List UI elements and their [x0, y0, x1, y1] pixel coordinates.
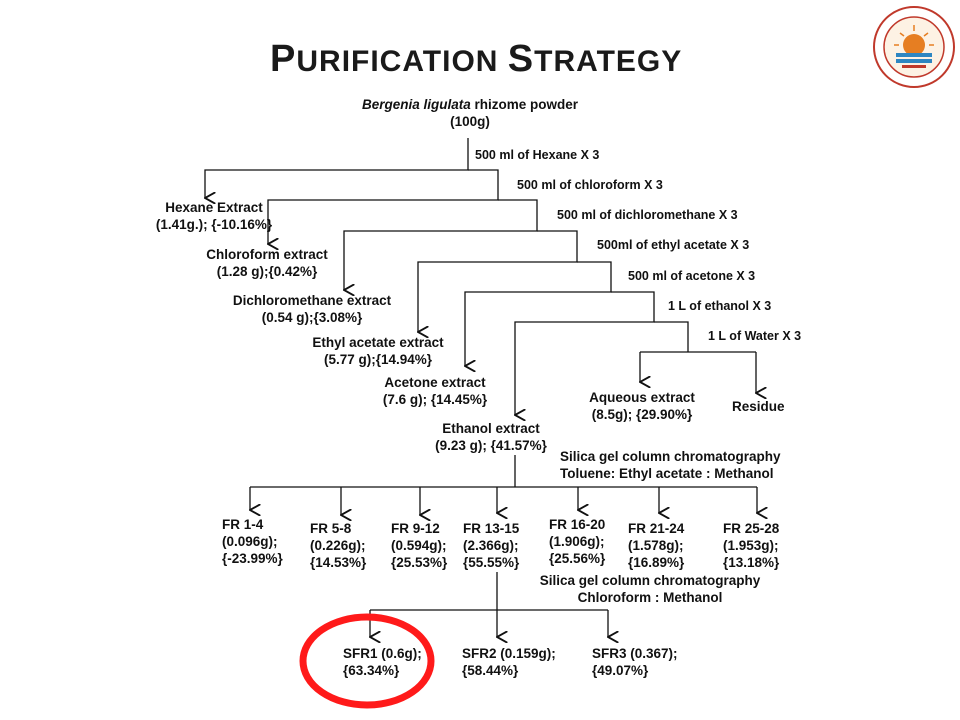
fraction-mass: (2.366g);	[463, 538, 519, 553]
extract-ethanol: Ethanol extract (9.23 g); {41.57%}	[416, 420, 566, 454]
subfraction-name: SFR2 (0.159g);	[462, 646, 556, 661]
subfraction-3: SFR3 (0.367); {49.07%}	[592, 645, 678, 679]
highlight-circle	[299, 613, 435, 709]
root-amount: (100g)	[450, 114, 490, 129]
fraction-name: FR 13-15	[463, 521, 520, 536]
root-material: rhizome powder	[470, 97, 579, 112]
fraction-mass: (1.953g);	[723, 538, 779, 553]
extract-name: Ethyl acetate extract	[312, 335, 444, 350]
title-rest-2: trategy	[534, 45, 683, 78]
connector-water	[654, 321, 689, 352]
extract-ethyl-acetate: Ethyl acetate extract (5.77 g);{14.94%}	[293, 334, 463, 368]
extract-detail: (0.54 g);{3.08%}	[261, 310, 363, 325]
extract-chloroform: Chloroform extract (1.28 g);{0.42%}	[187, 246, 347, 280]
step-chloroform: 500 ml of chloroform X 3	[517, 178, 663, 192]
subfraction-name: SFR1 (0.6g);	[343, 646, 422, 661]
extract-acetone: Acetone extract (7.6 g); {14.45%}	[365, 374, 505, 408]
fraction-name: FR 16-20	[549, 517, 606, 532]
connector-ethylacetate	[418, 230, 578, 332]
fraction-name: FR 9-12	[391, 521, 440, 536]
subfraction-percent: {63.34%}	[343, 663, 400, 678]
root-node: Bergenia ligulata rhizome powder (100g)	[330, 96, 610, 130]
title-initial-1: P	[270, 38, 297, 80]
fraction-1-4: FR 1-4 (0.096g); {-23.99%}	[222, 516, 283, 567]
fraction-name: FR 25-28	[723, 521, 780, 536]
connector-chloroform	[268, 169, 499, 244]
page-title: Purification Strategy	[270, 38, 690, 81]
step-acetone: 500 ml of acetone X 3	[628, 269, 756, 283]
fraction-percent: {55.55%}	[463, 555, 520, 570]
connector-acetone	[465, 261, 612, 366]
fraction-mass: (0.096g);	[222, 534, 278, 549]
extract-name: Acetone extract	[384, 375, 486, 390]
step-ethyl-acetate: 500ml of ethyl acetate X 3	[597, 238, 750, 252]
fraction-percent: {14.53%}	[310, 555, 367, 570]
extract-name: Dichloromethane extract	[232, 293, 392, 308]
fraction-mass: (0.594g);	[391, 538, 447, 553]
column1-line1: Silica gel column chromatography	[560, 449, 781, 464]
column2-line2: Chloroform : Methanol	[577, 590, 723, 605]
fraction-21-24: FR 21-24 (1.578g); {16.89%}	[628, 520, 684, 571]
extract-detail: (8.5g); {29.90%}	[591, 407, 693, 422]
fraction-name: FR 21-24	[628, 521, 685, 536]
extract-detail: (7.6 g); {14.45%}	[382, 392, 488, 407]
step-hexane: 500 ml of Hexane X 3	[475, 148, 600, 162]
fraction-9-12: FR 9-12 (0.594g); {25.53%}	[391, 520, 447, 571]
extract-name: Chloroform extract	[206, 247, 328, 262]
step-ethanol: 1 L of ethanol X 3	[668, 299, 772, 313]
fraction-percent: {13.18%}	[723, 555, 780, 570]
title-initial-2: S	[507, 38, 535, 80]
extract-hexane: Hexane Extract (1.41g.); {-10.16%}	[134, 199, 294, 233]
extract-detail: (1.28 g);{0.42%}	[216, 264, 318, 279]
step-water: 1 L of Water X 3	[708, 329, 802, 343]
column1-label: Silica gel column chromatography Toluene…	[560, 448, 781, 482]
subfraction-1: SFR1 (0.6g); {63.34%}	[343, 645, 422, 679]
column1-line2: Toluene: Ethyl acetate : Methanol	[560, 466, 774, 481]
extract-name: Hexane Extract	[165, 200, 263, 215]
fraction-mass: (1.578g);	[628, 538, 684, 553]
fraction-mass: (1.906g);	[549, 534, 605, 549]
extract-detail: (9.23 g); {41.57%}	[435, 438, 547, 453]
extract-name: Aqueous extract	[589, 390, 695, 405]
fraction-name: FR 1-4	[222, 517, 264, 532]
extract-dichloromethane: Dichloromethane extract (0.54 g);{3.08%}	[212, 292, 412, 326]
fraction-percent: {25.56%}	[549, 551, 606, 566]
extract-aqueous: Aqueous extract (8.5g); {29.90%}	[572, 389, 712, 423]
fraction-percent: {16.89%}	[628, 555, 685, 570]
fraction-25-28: FR 25-28 (1.953g); {13.18%}	[723, 520, 779, 571]
fraction-percent: {-23.99%}	[222, 551, 283, 566]
column2-label: Silica gel column chromatography Chlorof…	[530, 572, 770, 606]
fraction-percent: {25.53%}	[391, 555, 448, 570]
step-dichloromethane: 500 ml of dichloromethane X 3	[557, 208, 738, 222]
extract-name: Ethanol extract	[442, 421, 540, 436]
fraction-16-20: FR 16-20 (1.906g); {25.56%}	[549, 516, 605, 567]
fraction-5-8: FR 5-8 (0.226g); {14.53%}	[310, 520, 366, 571]
extract-residue: Residue	[732, 399, 785, 414]
fraction-13-15: FR 13-15 (2.366g); {55.55%}	[463, 520, 519, 571]
root-species: Bergenia ligulata	[361, 97, 471, 112]
subfraction-percent: {49.07%}	[592, 663, 649, 678]
title-rest-1: urification	[296, 45, 499, 78]
fraction-name: FR 5-8	[310, 521, 352, 536]
extract-detail: (5.77 g);{14.94%}	[323, 352, 433, 367]
subfraction-name: SFR3 (0.367);	[592, 646, 678, 661]
university-seal-icon	[873, 6, 955, 88]
subfraction-2: SFR2 (0.159g); {58.44%}	[462, 645, 556, 679]
fraction-mass: (0.226g);	[310, 538, 366, 553]
subfraction-percent: {58.44%}	[462, 663, 519, 678]
extract-detail: (1.41g.); {-10.16%}	[155, 217, 273, 232]
connector-hexane	[205, 138, 469, 198]
column2-line1: Silica gel column chromatography	[539, 573, 761, 588]
connector-dcm	[344, 199, 538, 290]
